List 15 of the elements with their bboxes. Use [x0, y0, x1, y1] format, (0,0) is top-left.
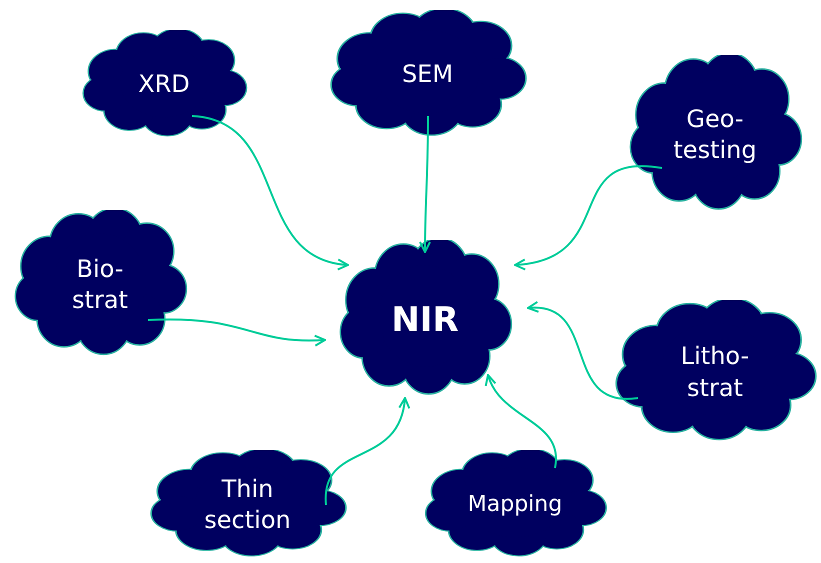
arrow — [419, 116, 432, 253]
cloud-label: Mapping — [466, 490, 564, 519]
cloud-label: NIR — [390, 298, 460, 342]
arrow — [514, 165, 662, 270]
cloud-label: Thin section — [203, 474, 292, 536]
arrow — [192, 115, 349, 270]
cloud-label: XRD — [137, 69, 191, 100]
cloud-label: Bio- strat — [71, 254, 129, 316]
arrow — [325, 397, 410, 506]
cloud-label: SEM — [400, 59, 454, 90]
cloud-label: Geo- testing — [672, 104, 758, 166]
arrow — [486, 374, 557, 468]
cloud-label: Litho- strat — [680, 341, 750, 404]
arrow — [527, 302, 638, 400]
arrow — [148, 318, 326, 346]
